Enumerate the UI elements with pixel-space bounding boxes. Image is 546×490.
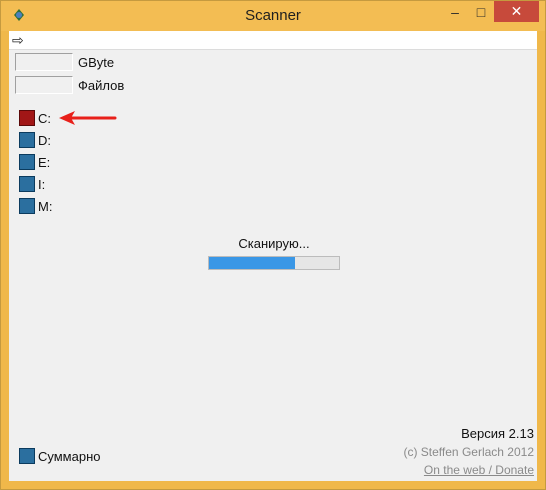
- drive-item-d[interactable]: D:: [19, 131, 51, 149]
- red-arrow-annotation-icon: [59, 111, 117, 125]
- drive-icon: [19, 198, 35, 214]
- web-donate-link[interactable]: On the web / Donate: [423, 463, 534, 477]
- client-area: ⇨ GByte Файлов C: D: E: I: M:: [9, 31, 537, 481]
- drive-item-i[interactable]: I:: [19, 175, 45, 193]
- title-bar[interactable]: Scanner – □ ✕: [1, 1, 545, 31]
- drive-label: I:: [38, 176, 46, 192]
- drive-icon: [19, 176, 35, 192]
- scanning-status: Сканирую...: [238, 236, 310, 251]
- app-icon: [14, 9, 24, 21]
- scan-progress-fill: [209, 257, 295, 269]
- gbyte-label: GByte: [78, 55, 115, 70]
- footer-info: Версия 2.13 (c) Steffen Gerlach 2012 On …: [403, 425, 534, 479]
- forward-arrow-icon[interactable]: ⇨: [12, 32, 24, 48]
- drive-label: D:: [38, 132, 51, 148]
- drive-item-e[interactable]: E:: [19, 153, 50, 171]
- drive-item-c[interactable]: C:: [19, 109, 51, 127]
- drive-scanning-red-icon: [19, 110, 35, 126]
- drive-icon: [19, 132, 35, 148]
- gbyte-value-box: [15, 53, 73, 71]
- drive-label: M:: [38, 198, 53, 214]
- summary-label: Суммарно: [38, 448, 101, 464]
- drive-item-m[interactable]: M:: [19, 197, 52, 215]
- summary-drive-icon: [19, 448, 35, 464]
- summary-item[interactable]: Суммарно: [19, 447, 101, 465]
- copyright-text: (c) Steffen Gerlach 2012: [403, 445, 534, 459]
- maximize-button[interactable]: □: [476, 3, 486, 20]
- menu-bar: ⇨: [9, 31, 537, 50]
- drive-label: C:: [38, 110, 51, 126]
- drive-label: E:: [38, 154, 51, 170]
- scan-progress-bar: [208, 256, 340, 270]
- close-button[interactable]: ✕: [494, 1, 539, 22]
- files-label: Файлов: [78, 78, 125, 93]
- files-value-box: [15, 76, 73, 94]
- window-title: Scanner: [245, 7, 301, 24]
- drive-icon: [19, 154, 35, 170]
- version-text: Версия 2.13: [461, 426, 534, 441]
- minimize-button[interactable]: –: [451, 3, 459, 20]
